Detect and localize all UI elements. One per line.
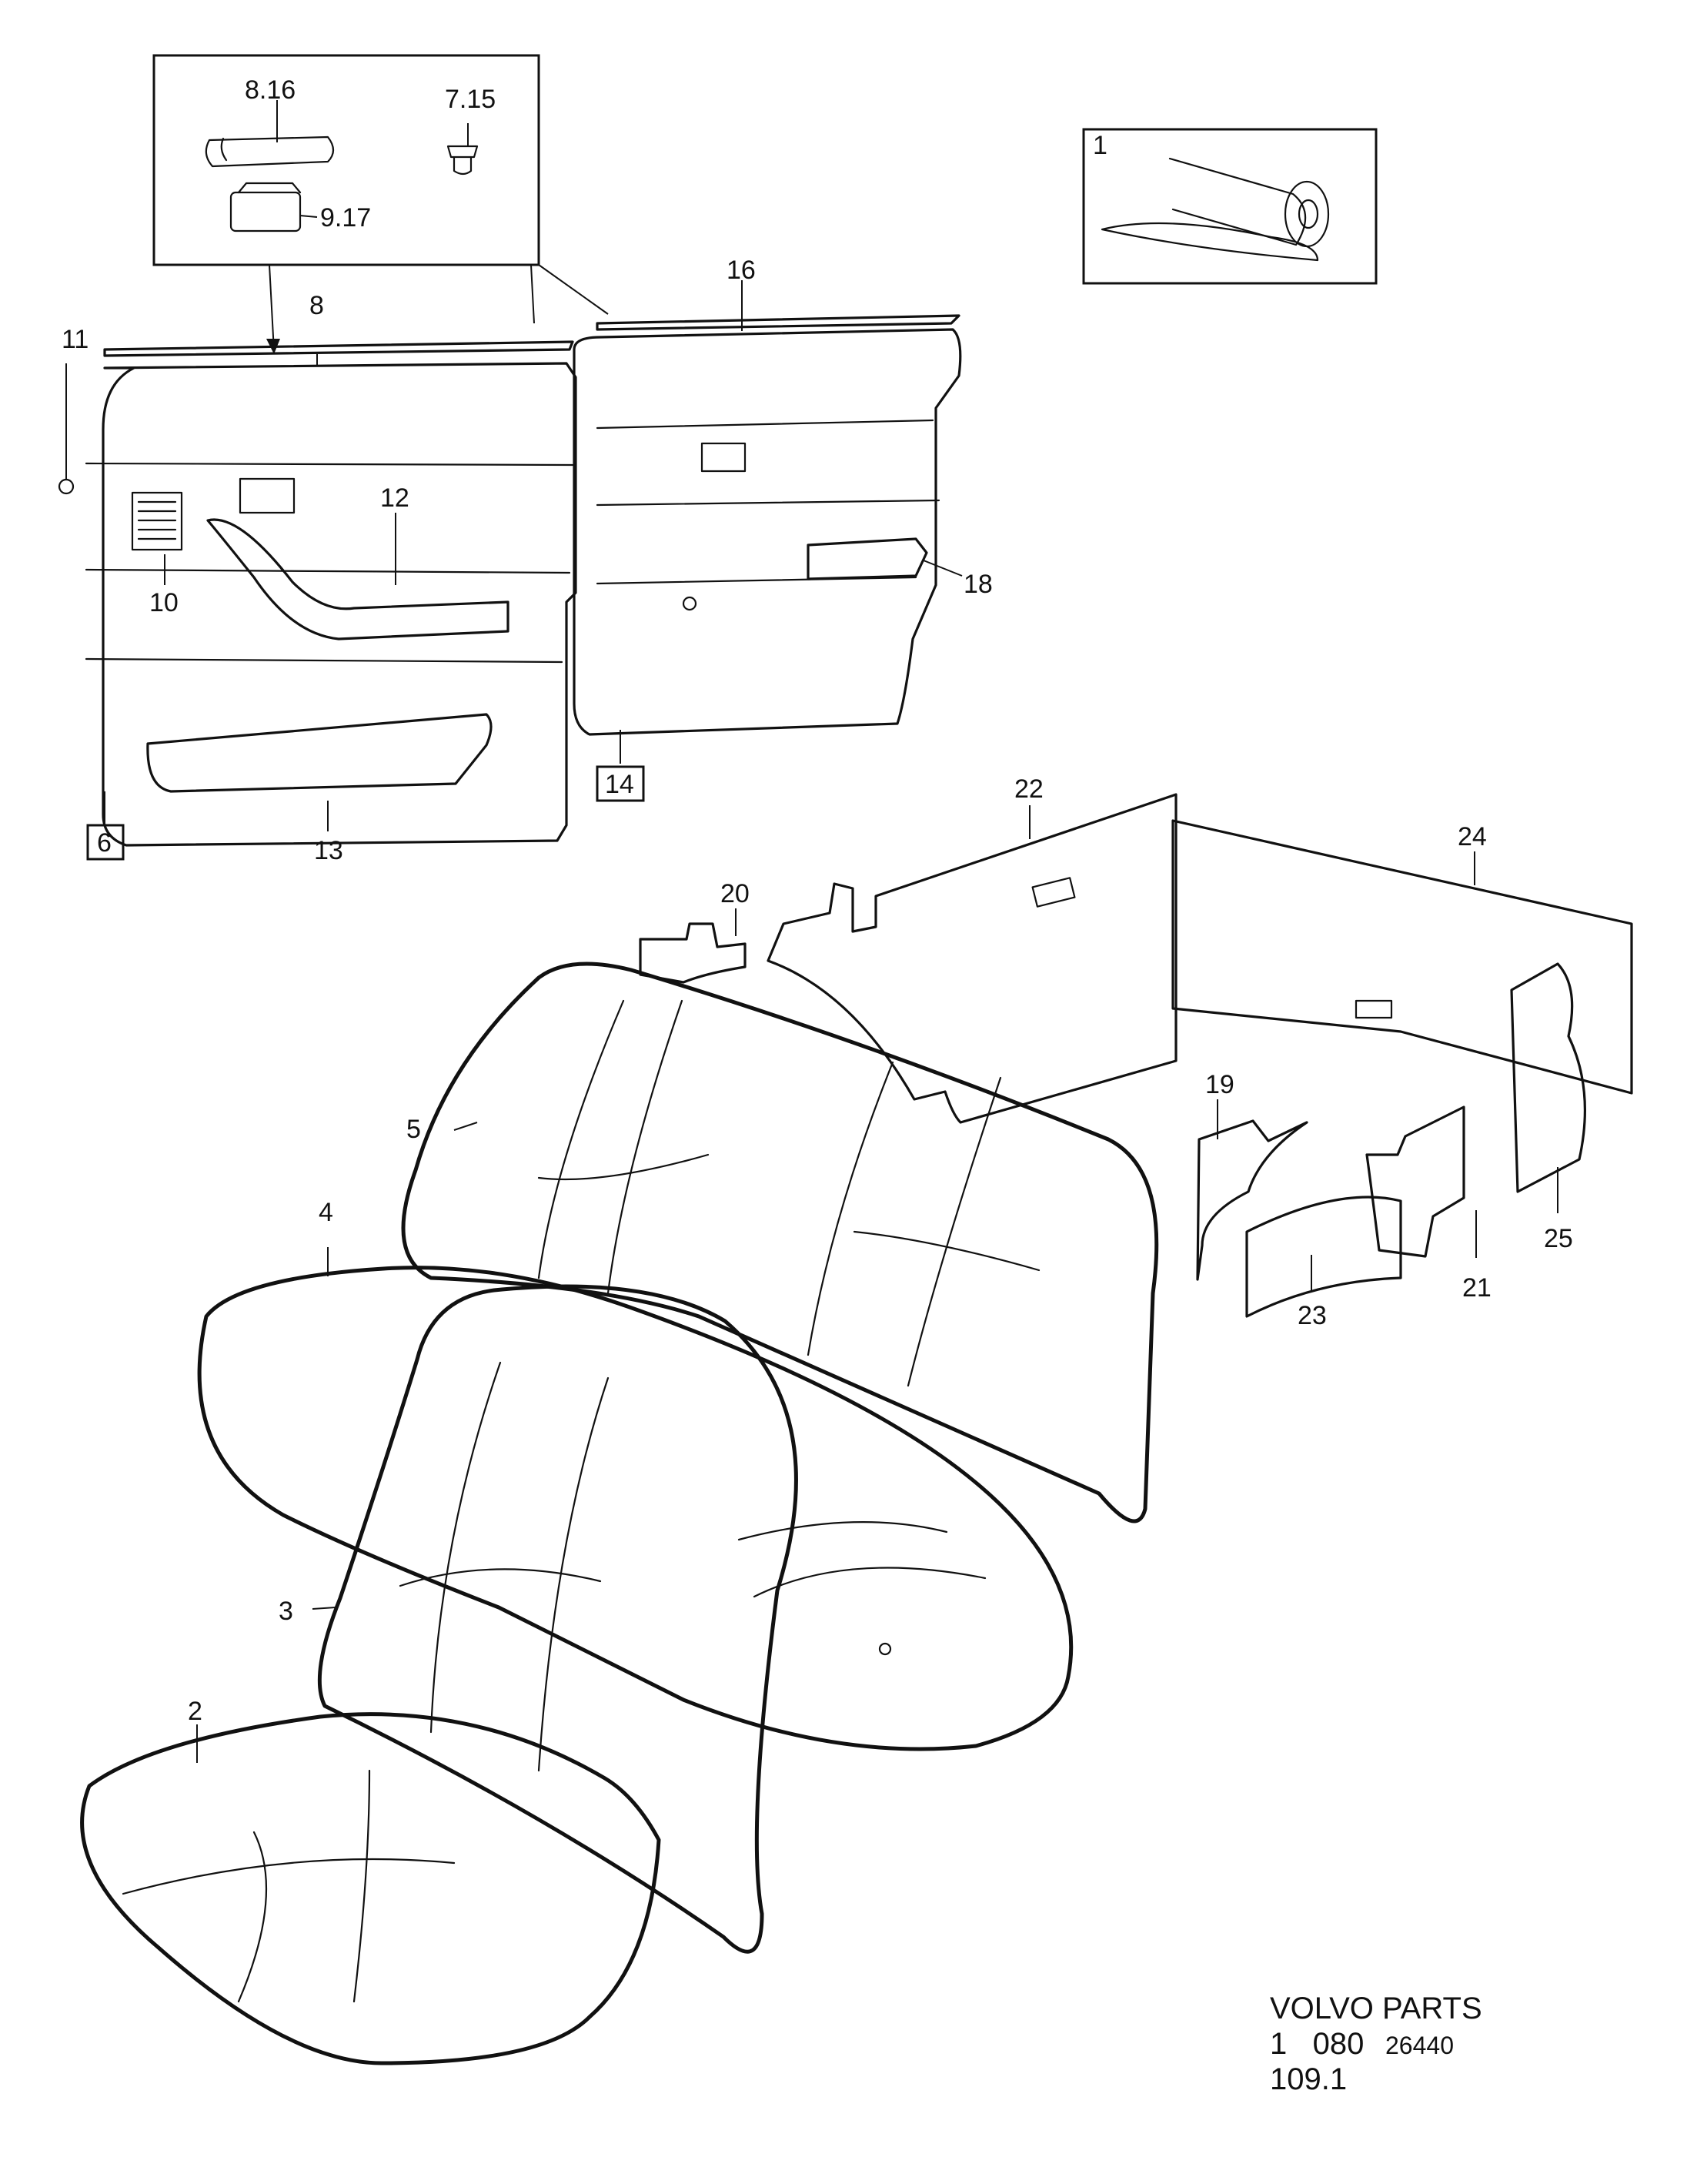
callout-18: 18 — [964, 570, 993, 599]
panel-20 — [639, 922, 747, 984]
rear-armrest — [807, 537, 928, 580]
callout-14-frame — [596, 765, 645, 802]
callout-6: 6 — [97, 828, 112, 858]
callout-8-16: 8.16 — [245, 75, 296, 105]
panel-22 — [767, 793, 1178, 1124]
callout-2: 2 — [188, 1697, 202, 1726]
reference-suffix: 26440 — [1385, 2032, 1454, 2059]
door-pocket — [146, 713, 493, 793]
speaker-grille — [131, 491, 183, 551]
callout-20: 20 — [720, 879, 750, 908]
callout-labels: 1 2 3 4 5 6 7.15 8 8.16 9.17 10 11 12 13… — [62, 75, 1573, 1726]
callout-8: 8 — [309, 291, 324, 320]
callout-1: 1 — [1093, 131, 1107, 160]
panel-25 — [1510, 962, 1586, 1193]
callout-24: 24 — [1458, 822, 1487, 851]
front-door-panel — [58, 340, 577, 847]
front-cushion — [80, 1712, 661, 2065]
part-reference: VOLVO PARTS 1 080 26440 109.1 — [1270, 1992, 1482, 2096]
side-trim-panels — [639, 793, 1633, 1318]
callout-5: 5 — [406, 1115, 421, 1144]
callout-13: 13 — [314, 836, 343, 865]
trim-strip-part — [205, 135, 335, 168]
callout-14: 14 — [605, 770, 634, 799]
clip-detail-inset — [152, 54, 609, 354]
panel-24 — [1171, 819, 1633, 1095]
panel-23 — [1245, 1196, 1402, 1318]
rear-backrest — [401, 962, 1159, 1523]
callout-16: 16 — [727, 256, 756, 285]
rear-window-strip — [596, 314, 960, 331]
callout-11: 11 — [62, 325, 89, 354]
carpet-roll-part — [1082, 128, 1378, 285]
rear-cushion — [197, 1266, 1074, 1751]
carpet-roll-frame — [1082, 128, 1378, 285]
callout-3: 3 — [279, 1597, 293, 1626]
front-backrest — [317, 1284, 798, 1954]
reference-number: 1 080 — [1270, 2027, 1364, 2061]
front-window-strip — [103, 340, 574, 357]
rear-door-panel — [573, 314, 962, 736]
brand-label: VOLVO PARTS — [1270, 1992, 1482, 2025]
callout-10: 10 — [149, 588, 179, 617]
callout-25: 25 — [1544, 1224, 1573, 1253]
callout-19: 19 — [1205, 1070, 1234, 1099]
bolt-part — [58, 478, 75, 495]
callout-12: 12 — [380, 483, 409, 513]
section-number: 109.1 — [1270, 2062, 1347, 2096]
clip-part — [446, 145, 479, 176]
armrest-handle — [206, 518, 509, 640]
callout-4: 4 — [319, 1198, 333, 1227]
leader-lines — [104, 280, 1558, 1763]
clip-holder-part — [229, 191, 302, 232]
callout-23: 23 — [1298, 1301, 1327, 1330]
callout-22: 22 — [1014, 774, 1044, 804]
panel-19 — [1196, 1119, 1308, 1281]
callout-6-frame — [86, 824, 125, 861]
panel-21 — [1365, 1105, 1465, 1258]
callout-7-15: 7.15 — [445, 85, 496, 114]
callout-21: 21 — [1462, 1273, 1492, 1303]
inset-frame — [152, 54, 540, 266]
callout-9-17: 9.17 — [320, 203, 371, 232]
